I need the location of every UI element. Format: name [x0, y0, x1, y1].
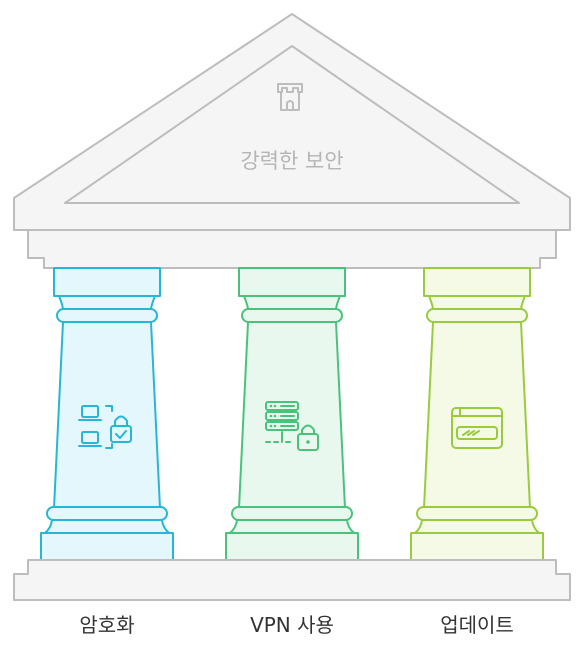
pillar-plinth [225, 532, 359, 561]
pillar-base-ring [231, 506, 353, 521]
pillar-label-update: 업데이트 [440, 613, 514, 637]
pillar-capital-neck [58, 295, 156, 311]
pillar-label-encryption: 암호화 [79, 613, 134, 637]
temple-base [13, 559, 571, 601]
laptops-lock-icon [78, 405, 132, 449]
pillar-capital-ring [241, 308, 343, 323]
pillar-capital [53, 267, 161, 297]
pillar-plinth [410, 532, 544, 561]
pillar-base-neck [414, 519, 540, 534]
pillar-encryption [40, 267, 174, 561]
browser-progress-icon [451, 407, 503, 449]
pillar-base-neck [229, 519, 355, 534]
pillar-capital-ring [426, 308, 528, 323]
pillar-base-neck [44, 519, 170, 534]
roof-title: 강력한 보안 [240, 149, 343, 173]
pillar-shaft [53, 321, 161, 509]
server-lock-icon [265, 401, 319, 451]
pillars [40, 267, 544, 561]
pillar-capital-neck [428, 295, 526, 311]
castle-tower-icon [277, 83, 303, 111]
pillar-label-vpn: VPN 사용 [250, 613, 334, 637]
pillar-capital-ring [56, 308, 158, 323]
pillar-plinth [40, 532, 174, 561]
roof-inner-triangle [64, 45, 520, 204]
pillar-base-ring [46, 506, 168, 521]
pillar-update [410, 267, 544, 561]
pillar-capital [423, 267, 531, 297]
pillar-capital [238, 267, 346, 297]
pillar-capital-neck [243, 295, 341, 311]
roof: 강력한 보안 [13, 13, 571, 231]
entablature [27, 229, 557, 269]
pillar-vpn [225, 267, 359, 561]
pillar-base-ring [416, 506, 538, 521]
